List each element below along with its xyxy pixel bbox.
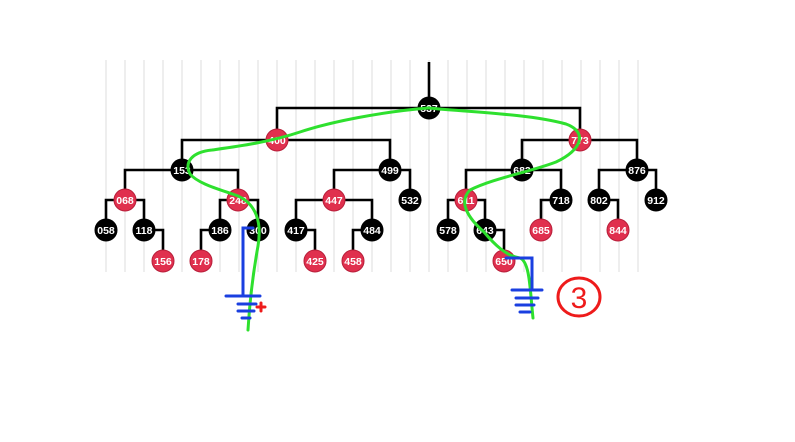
node-key-label: 058 [97,225,115,237]
red-node-circle [151,249,175,273]
search-path-left-annotation [186,106,430,332]
black-node-circle [625,158,649,182]
black-node-circle [398,188,422,212]
tree-node-499: 499 [378,158,402,182]
node-key-label: 802 [590,195,608,207]
red-node-circle [113,188,137,212]
tree-node-425: 425 [303,249,327,273]
tree-node-458: 458 [341,249,365,273]
tree-node-532: 532 [398,188,422,212]
node-key-label: 532 [401,195,419,207]
black-node-circle [208,218,232,242]
node-key-label: 484 [363,225,381,237]
tree-node-578: 578 [436,218,460,242]
black-node-circle [378,158,402,182]
null-leaf-left-annotation [224,226,262,320]
node-key-label: 458 [344,256,362,268]
black-node-circle [644,188,668,212]
node-key-label: 844 [609,225,627,237]
circled-number-annotation [556,276,602,318]
tree-node-802: 802 [587,188,611,212]
black-node-circle [284,218,308,242]
node-key-label: 447 [325,195,343,207]
tree-node-844: 844 [606,218,630,242]
tree-node-685: 685 [529,218,553,242]
red-node-circle [322,188,346,212]
red-node-circle [303,249,327,273]
tree-node-417: 417 [284,218,308,242]
node-key-label: 178 [192,256,210,268]
red-node-circle [341,249,365,273]
black-node-circle [436,218,460,242]
node-key-label: 425 [306,256,324,268]
tree-node-718: 718 [549,188,573,212]
node-key-label: 912 [647,195,665,207]
black-node-circle [94,218,118,242]
handwritten-annotations: 3 [186,106,602,332]
red-node-circle [529,218,553,242]
black-node-circle [132,218,156,242]
tree-node-118: 118 [132,218,156,242]
tree-node-447: 447 [322,188,346,212]
circled-number-text: 3 [571,282,588,315]
node-key-label: 068 [116,195,134,207]
tree-node-156: 156 [151,249,175,273]
node-key-label: 499 [381,165,399,177]
tree-node-058: 058 [94,218,118,242]
tree-node-186: 186 [208,218,232,242]
node-key-label: 876 [628,165,646,177]
node-key-label: 718 [552,195,570,207]
red-node-circle [606,218,630,242]
tree-node-876: 876 [625,158,649,182]
tree-node-912: 912 [644,188,668,212]
black-node-circle [549,188,573,212]
tree-node-068: 068 [113,188,137,212]
tree-node-650: 650 [492,249,516,273]
tree-node-484: 484 [360,218,384,242]
node-key-label: 153 [173,165,191,177]
red-plus-mark [255,301,267,313]
null-leaf-right-annotation [504,256,544,314]
node-key-label: 156 [154,256,172,268]
node-key-label: 578 [439,225,457,237]
black-node-circle [587,188,611,212]
black-node-circle [360,218,384,242]
black-node-circle [473,218,497,242]
tree-node-178: 178 [189,249,213,273]
red-node-circle [189,249,213,273]
node-key-label: 186 [211,225,229,237]
node-key-label: 118 [136,225,153,237]
node-key-label: 685 [532,225,550,237]
tree-node-643: 643 [473,218,497,242]
node-key-label: 417 [287,225,305,237]
